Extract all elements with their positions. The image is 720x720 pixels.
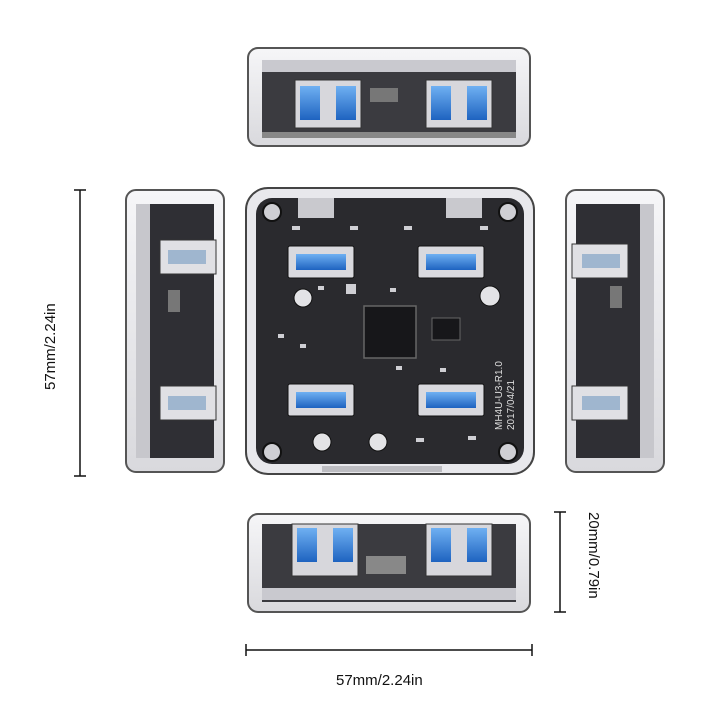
top-side-view xyxy=(247,47,531,147)
dimension-lines xyxy=(74,189,566,656)
right-side-view xyxy=(565,189,665,473)
left-side-view xyxy=(125,189,225,473)
thickness-dimension-label: 20mm/0.79in xyxy=(585,512,602,599)
bottom-side-view xyxy=(247,513,531,613)
width-dimension-label: 57mm/2.24in xyxy=(336,672,423,689)
board-model-text: MH4U-U3-R1.0 xyxy=(494,361,505,430)
hub-top-view xyxy=(245,187,535,475)
height-dimension-label: 57mm/2.24in xyxy=(42,303,59,390)
board-date-text: 2017/04/21 xyxy=(506,379,517,430)
